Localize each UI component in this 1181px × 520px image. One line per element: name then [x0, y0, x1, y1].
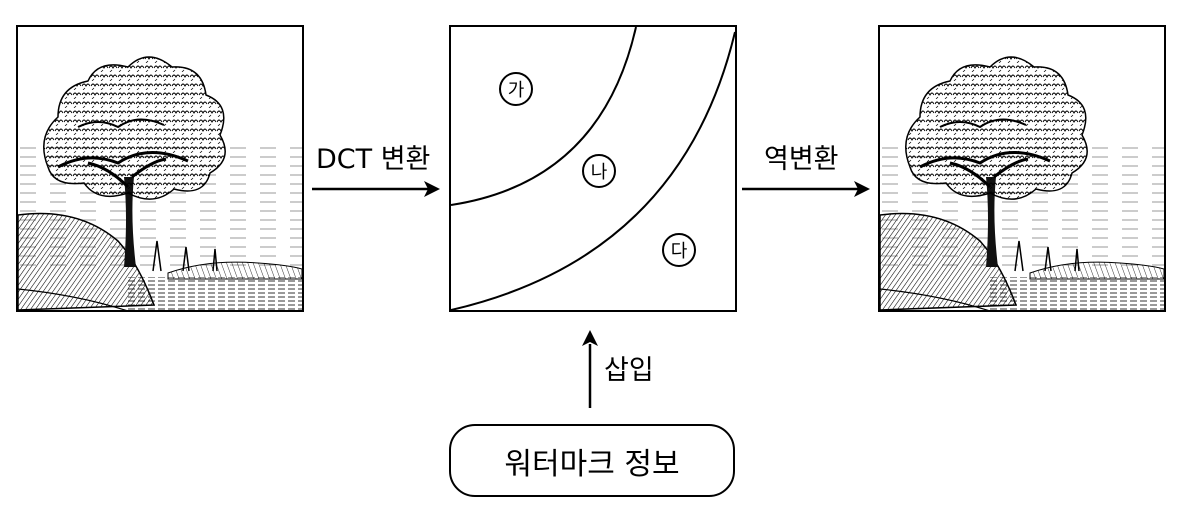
dct-coefficient-block [449, 25, 737, 312]
region-label-low: 가 [499, 72, 533, 106]
inverse-transform-label: 역변환 [764, 144, 839, 175]
tree-landscape-illustration [880, 27, 1164, 310]
dct-arrow [312, 181, 440, 197]
dct-transform-label: DCT 변환 [316, 144, 431, 175]
mid-high-boundary-curve [451, 31, 735, 310]
tree-landscape-illustration [18, 27, 302, 310]
frequency-band-curves [451, 27, 735, 310]
low-mid-boundary-curve [451, 27, 637, 206]
watermark-info-label: 워터마크 정보 [504, 446, 680, 482]
region-label-high: 다 [662, 233, 696, 267]
original-image [16, 25, 304, 312]
insert-label: 삽입 [604, 355, 654, 386]
result-image [878, 25, 1166, 312]
region-label-mid: 나 [582, 154, 616, 188]
insert-arrow [582, 330, 598, 408]
inverse-arrow [742, 181, 870, 197]
watermark-info-box: 워터마크 정보 [449, 424, 735, 497]
